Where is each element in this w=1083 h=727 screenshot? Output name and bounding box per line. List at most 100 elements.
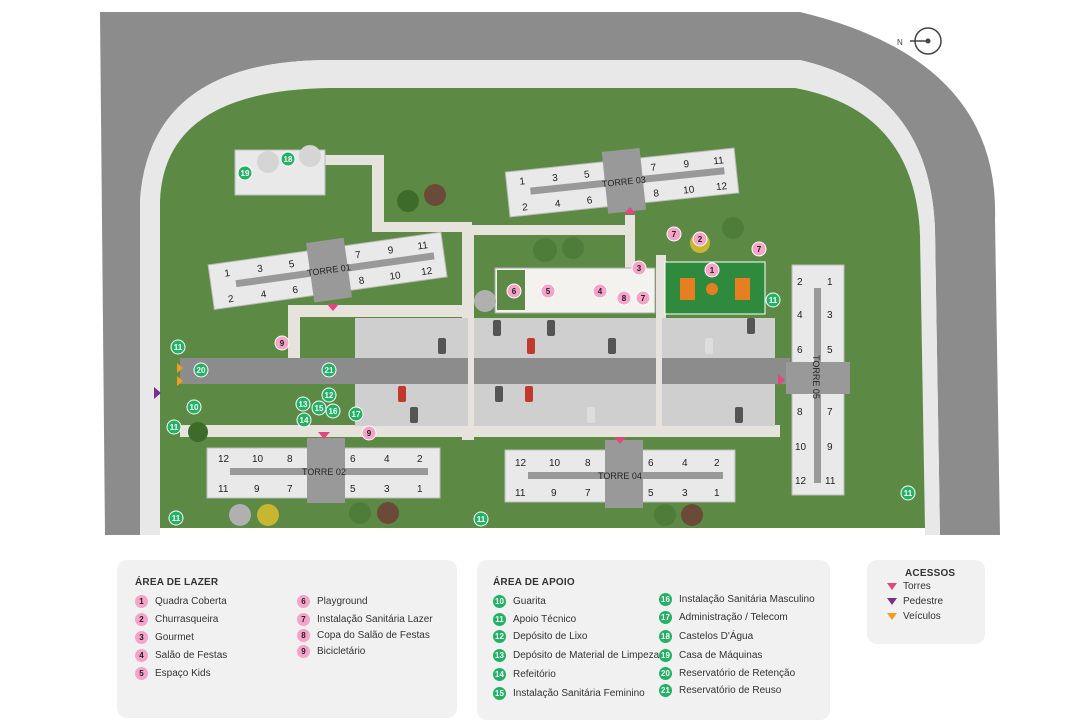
- tower-04: TORRE 04 12 10 8 6 4 2 11 9 7 5 3 1: [504, 440, 736, 508]
- access-veiculos-label: Veículos: [903, 611, 941, 622]
- legend-number-badge: 9: [297, 645, 310, 658]
- map-marker-number: 3: [637, 264, 642, 273]
- road: [100, 12, 1000, 535]
- t04-unit: 7: [585, 488, 591, 499]
- legend-item-label: Quadra Coberta: [155, 596, 227, 607]
- t03-unit: 7: [650, 162, 657, 174]
- tower-03-label: TORRE 03: [602, 175, 647, 190]
- compass-north-label: N: [897, 38, 903, 47]
- map-marker-number: 11: [904, 489, 913, 498]
- legend-acessos-panel: ACESSOS Torres Pedestre Veículos: [867, 560, 985, 644]
- legend-apoio-title: ÁREA DE APOIO: [493, 577, 575, 588]
- court-center: [706, 283, 718, 295]
- t01-unit: 4: [260, 289, 267, 301]
- map-marker: 14: [296, 412, 312, 428]
- map-marker-number: 11: [172, 514, 181, 523]
- t02-unit: 7: [287, 484, 293, 495]
- map-marker-number: 4: [598, 287, 603, 296]
- legend-number-badge: 4: [135, 649, 148, 662]
- map-marker: 11: [473, 511, 489, 527]
- t01-unit: 7: [355, 250, 362, 262]
- t05-unit: 6: [797, 345, 803, 356]
- legend-number-badge: 11: [493, 613, 506, 626]
- map-marker-number: 15: [315, 404, 324, 413]
- tower-04-label: TORRE 04: [598, 471, 642, 481]
- map-marker-number: 18: [284, 155, 293, 164]
- t03-unit: 10: [683, 184, 696, 196]
- t05-unit: 11: [825, 476, 836, 487]
- map-marker-number: 10: [190, 403, 199, 412]
- t04-unit: 6: [648, 458, 654, 469]
- t03-unit: 8: [653, 188, 660, 200]
- legend-item-label: Depósito de Material de Limpeza: [513, 650, 660, 661]
- t01-unit: 5: [288, 259, 295, 271]
- t04-unit: 8: [585, 458, 591, 469]
- access-arrows: [154, 207, 785, 444]
- legend-acessos-title: ACESSOS: [905, 568, 956, 579]
- legend-item-label: Bicicletário: [317, 646, 366, 657]
- map-marker-number: 16: [329, 407, 338, 416]
- t02-unit: 5: [350, 484, 356, 495]
- t05-unit: 1: [827, 277, 833, 288]
- legend-number-badge: 21: [659, 684, 672, 697]
- parking-lot: [180, 318, 790, 426]
- legend-item-label: Apoio Técnico: [513, 614, 577, 625]
- t02-unit: 11: [218, 484, 229, 495]
- legend-item-label: Reservatório de Retenção: [679, 668, 796, 679]
- t03-unit: 11: [713, 155, 725, 167]
- t03-unit: 9: [683, 159, 690, 171]
- legend-number-badge: 5: [135, 667, 148, 680]
- legend-number-badge: 2: [135, 613, 148, 626]
- tower-05: TORRE 05 2 4 6 8 10 12 1 3 5 7 9 11: [786, 264, 850, 496]
- veiculos-arrow-icon: [887, 613, 897, 620]
- t04-unit: 12: [515, 458, 527, 469]
- pedestre-arrow-icon: [887, 598, 897, 605]
- map-marker-number: 8: [622, 294, 627, 303]
- map-marker-number: 7: [641, 294, 646, 303]
- t03-unit: 6: [586, 195, 593, 207]
- trees: [188, 184, 744, 526]
- map-marker: 9: [361, 425, 377, 441]
- legend-item-label: Reservatório de Reuso: [679, 685, 782, 696]
- t01-unit: 1: [224, 268, 231, 280]
- legend-item-label: Churrasqueira: [155, 614, 219, 625]
- tower-02: TORRE 02 12 10 8 6 4 2 11 9 7 5 3 1: [206, 438, 441, 503]
- court-key-left: [680, 278, 695, 300]
- legend-item: 2 Churrasqueira: [135, 613, 218, 626]
- legend-number-badge: 19: [659, 649, 672, 662]
- site-plan-map: N: [100, 12, 1000, 535]
- map-marker: 5: [540, 283, 556, 299]
- map-marker-number: 9: [280, 339, 285, 348]
- t05-unit: 10: [795, 442, 807, 453]
- t01-unit: 8: [358, 275, 365, 287]
- map-marker: 20: [193, 362, 209, 378]
- t05-unit: 9: [827, 442, 833, 453]
- access-torres-label: Torres: [903, 581, 931, 592]
- t02-unit: 1: [417, 484, 423, 495]
- t05-unit: 3: [827, 310, 833, 321]
- legend-number-badge: 10: [493, 595, 506, 608]
- map-marker: 3: [631, 260, 647, 276]
- tower-05-label: TORRE 05: [811, 355, 821, 399]
- sidewalk: [140, 60, 940, 535]
- map-marker-number: 19: [241, 169, 250, 178]
- legend-number-badge: 3: [135, 631, 148, 644]
- water-tank: [257, 151, 279, 173]
- torres-arrow-icon: [887, 583, 897, 590]
- water-tank: [299, 145, 321, 167]
- legend-number-badge: 13: [493, 649, 506, 662]
- t02-unit: 9: [254, 484, 260, 495]
- map-marker-number: 11: [769, 296, 778, 305]
- map-marker: 12: [321, 387, 337, 403]
- map-marker: 10: [186, 399, 202, 415]
- t02-unit: 6: [350, 454, 356, 465]
- legend-number-badge: 20: [659, 667, 672, 680]
- t01-unit: 9: [387, 245, 394, 257]
- legend-item-label: Instalação Sanitária Lazer: [317, 614, 433, 625]
